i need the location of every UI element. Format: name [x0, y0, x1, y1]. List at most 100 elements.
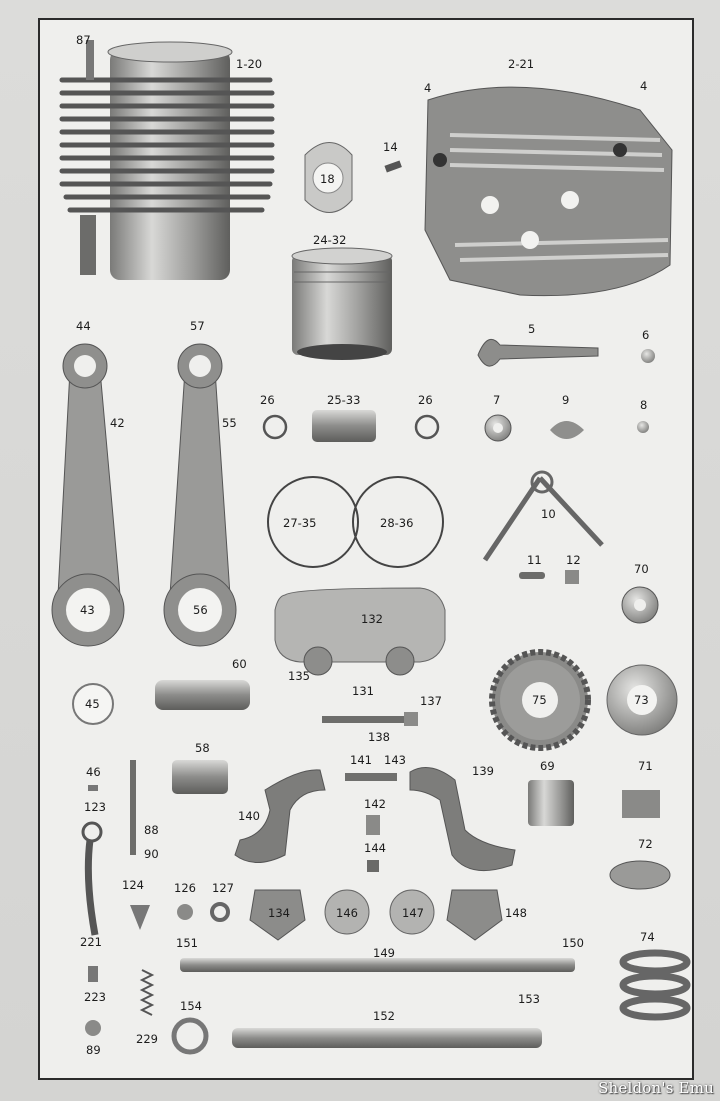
label-26a: 26: [260, 393, 275, 407]
ring-28-36: [352, 476, 444, 568]
label-123: 123: [84, 800, 106, 814]
bearing-58: [172, 760, 228, 794]
cylinder-head: [424, 86, 673, 297]
label-126: 126: [174, 881, 196, 895]
label-71: 71: [638, 759, 653, 773]
label-131: 131: [352, 684, 374, 698]
label-88: 88: [144, 823, 159, 837]
piston: [291, 247, 393, 360]
label-4a: 4: [424, 81, 431, 95]
label-55: 55: [222, 416, 237, 430]
connecting-rod-55: [163, 343, 237, 647]
label-42: 42: [110, 416, 125, 430]
rod-88: [130, 760, 136, 855]
bolt-138: [322, 716, 406, 723]
label-70: 70: [634, 562, 649, 576]
label-28-36: 28-36: [380, 516, 413, 530]
label-12: 12: [566, 553, 581, 567]
label-223: 223: [84, 990, 106, 1004]
cylinder-barrel: [59, 40, 275, 280]
label-134: 134: [268, 906, 290, 920]
label-147: 147: [402, 906, 424, 920]
collet-8: [637, 421, 649, 433]
label-221: 221: [80, 935, 102, 949]
label-46: 46: [86, 765, 101, 779]
gudgeon-pin: [312, 410, 376, 442]
label-74: 74: [640, 930, 655, 944]
label-26b: 26: [418, 393, 433, 407]
label-141: 141: [350, 753, 372, 767]
label-10: 10: [541, 507, 556, 521]
label-138: 138: [368, 730, 390, 744]
label-142: 142: [364, 797, 386, 811]
label-90: 90: [144, 847, 159, 861]
collet-6: [641, 349, 655, 363]
label-45: 45: [85, 697, 100, 711]
spindle-141: [345, 773, 397, 781]
washer-154: [171, 1017, 209, 1055]
label-27-35: 27-35: [283, 516, 316, 530]
label-87: 87: [76, 33, 91, 47]
label-56: 56: [193, 603, 208, 617]
washer-45: [72, 683, 114, 725]
label-75: 75: [532, 693, 547, 707]
label-139: 139: [472, 764, 494, 778]
label-148: 148: [505, 906, 527, 920]
circlip-26a: [262, 414, 288, 440]
label-229: 229: [136, 1032, 158, 1046]
label-73: 73: [634, 693, 649, 707]
tube-149: [180, 958, 575, 972]
timing-cover-132: [274, 587, 446, 676]
label-4b: 4: [640, 79, 647, 93]
pipe-123: [84, 839, 99, 936]
label-140: 140: [238, 809, 260, 823]
label-137: 137: [420, 694, 442, 708]
part-126: [177, 904, 193, 920]
label-144: 144: [364, 841, 386, 855]
part-number-labels: 87 1-20 2-21 4 4 14 18 24-32 5 6 44 57 4…: [76, 33, 655, 1057]
part-12: [565, 570, 579, 584]
mainshaft-60: [155, 680, 250, 710]
label-154: 154: [180, 999, 202, 1013]
label-143: 143: [384, 753, 406, 767]
label-72: 72: [638, 837, 653, 851]
part-71: [622, 790, 660, 818]
rocker-140: [234, 769, 326, 863]
part-142: [366, 815, 380, 835]
label-5: 5: [528, 322, 535, 336]
label-151: 151: [176, 936, 198, 950]
label-25-33: 25-33: [327, 393, 360, 407]
connecting-rod-42: [51, 343, 125, 647]
washer-127: [210, 902, 230, 922]
label-58: 58: [195, 741, 210, 755]
label-57: 57: [190, 319, 205, 333]
stud-14: [384, 160, 402, 173]
label-2-21: 2-21: [508, 57, 534, 71]
part-124: [130, 905, 150, 930]
part-223: [88, 966, 98, 982]
part-144: [367, 860, 379, 872]
part-46: [88, 785, 98, 791]
spring-229: [139, 969, 155, 1016]
label-127: 127: [212, 881, 234, 895]
label-89: 89: [86, 1043, 101, 1057]
springs-74: [619, 949, 691, 1021]
label-9: 9: [562, 393, 569, 407]
label-69: 69: [540, 759, 555, 773]
circlip-26b: [414, 414, 440, 440]
label-11: 11: [527, 553, 542, 567]
rocker-139: [409, 767, 516, 872]
cap-9: [550, 421, 584, 439]
ring-72: [609, 860, 671, 890]
label-7: 7: [493, 393, 500, 407]
plate-147: [389, 889, 435, 935]
label-43: 43: [80, 603, 95, 617]
tube-152: [232, 1028, 542, 1048]
label-124: 124: [122, 878, 144, 892]
label-149: 149: [373, 946, 395, 960]
label-1-20: 1-20: [236, 57, 262, 71]
label-153: 153: [518, 992, 540, 1006]
label-8: 8: [640, 398, 647, 412]
